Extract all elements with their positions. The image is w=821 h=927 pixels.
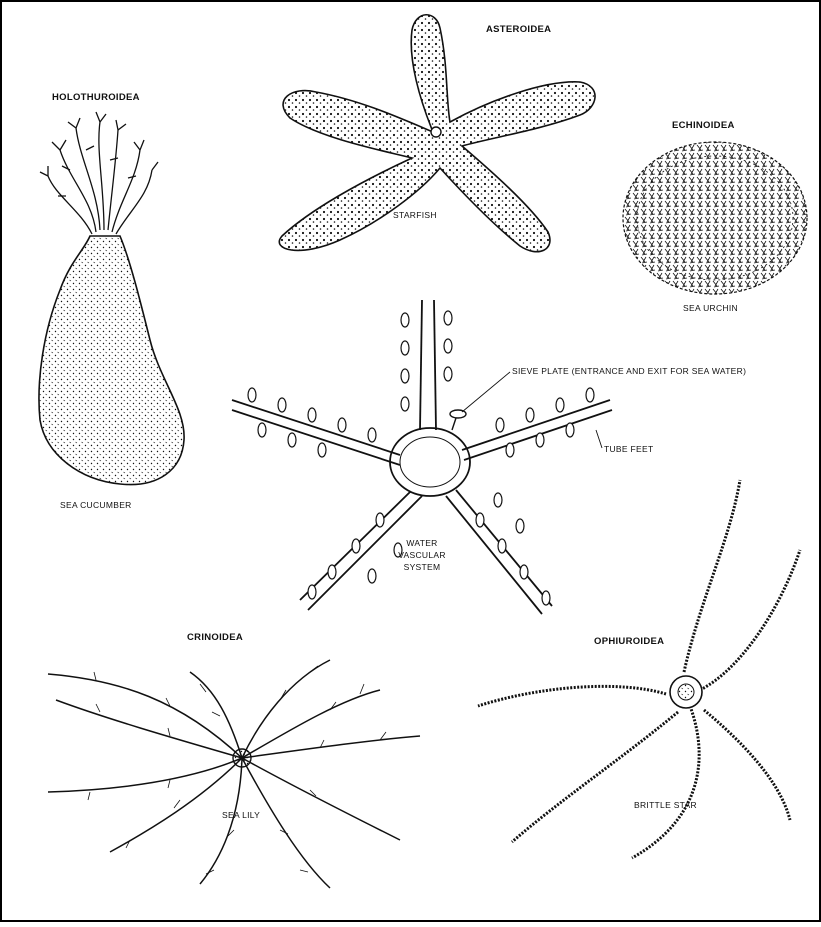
brittle-star-label: BRITTLE STAR (634, 800, 697, 810)
sea-urchin-label: SEA URCHIN (683, 303, 738, 313)
asteroidea-label: ASTEROIDEA (486, 24, 551, 35)
echinoidea-label: ECHINOIDEA (672, 120, 735, 131)
water-vascular-label-line-3: SYSTEM (404, 562, 441, 572)
ophiuroidea-label: OPHIUROIDEA (594, 636, 664, 647)
holothuroidea-label: HOLOTHUROIDEA (52, 92, 140, 103)
sea-urchin-drawing (623, 142, 807, 294)
water-vascular-label-line-2: VASCULAR (398, 550, 446, 560)
sea-lily-label: SEA LILY (222, 810, 260, 820)
water-vascular-label-line-1: WATER (406, 538, 437, 548)
tube-feet-label: TUBE FEET (604, 444, 653, 454)
crinoidea-label: CRINOIDEA (187, 632, 243, 643)
sieve-plate-label: SIEVE PLATE (ENTRANCE AND EXIT FOR SEA W… (512, 366, 746, 376)
sea-cucumber-label: SEA CUCUMBER (60, 500, 132, 510)
starfish-label: STARFISH (393, 210, 437, 220)
